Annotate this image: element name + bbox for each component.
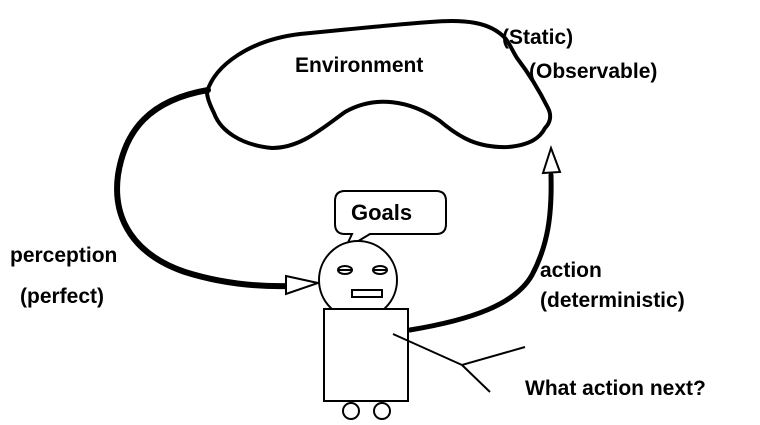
- agent-body: [323, 308, 409, 402]
- perception-arrow-line: [114, 87, 293, 290]
- agent-right-wheel: [373, 402, 391, 420]
- action-arrow-line: [407, 172, 554, 333]
- goals-label: Goals: [351, 200, 412, 225]
- perception-label: perception: [10, 244, 117, 267]
- perception-arrowhead: [285, 274, 322, 296]
- observable-label: (Observable): [529, 60, 657, 83]
- static-label: (Static): [502, 26, 573, 49]
- environment-label: Environment: [295, 54, 423, 77]
- environment-shape: [205, 18, 553, 150]
- action-label: action: [540, 259, 602, 282]
- question-label: What action next?: [525, 377, 706, 400]
- deterministic-label: (deterministic): [540, 289, 685, 312]
- agent-mouth: [351, 289, 383, 298]
- agent-head: [318, 240, 398, 320]
- agent-left-wheel: [342, 402, 360, 420]
- perfect-label: (perfect): [20, 285, 104, 308]
- action-arrowhead: [541, 144, 562, 175]
- agent-hand: [461, 364, 491, 393]
- agent-arm: [392, 333, 526, 367]
